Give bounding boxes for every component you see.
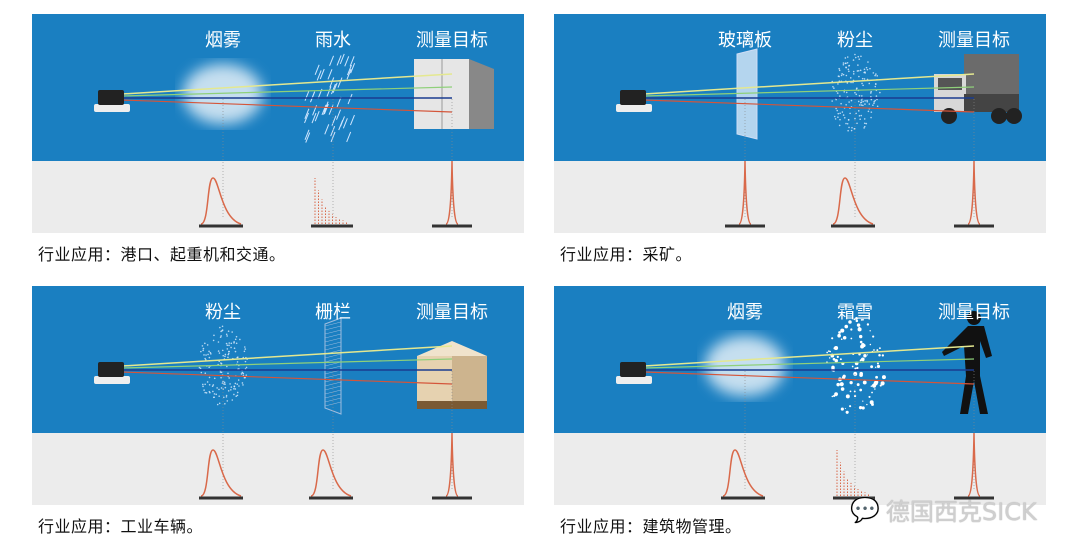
obstacle-label: 测量目标: [416, 26, 488, 52]
industry-caption: 行业应用：采矿。: [560, 241, 1046, 265]
industry-caption: 行业应用：港口、起重机和交通。: [38, 241, 524, 265]
obstacle-label: 烟雾: [727, 298, 763, 324]
scenario-panel: 玻璃板 粉尘 测量目标行业应用：采矿。: [554, 14, 1046, 265]
obstacle-label: 测量目标: [938, 298, 1010, 324]
obstacle-label: 雨水: [315, 26, 351, 52]
obstacle-label: 测量目标: [938, 26, 1010, 52]
watermark: 💬 德国西克SICK: [850, 492, 1037, 527]
scenario-panel: 烟雾 雨水 测量目标行业应用：港口、起重机和交通。: [32, 14, 524, 265]
obstacle-glass: [737, 49, 757, 139]
obstacle-label: 霜雪: [837, 298, 873, 324]
scenario-panel: 粉尘 栅栏 测量目标行业应用：工业车辆。: [32, 286, 524, 537]
obstacle-label: 栅栏: [315, 298, 351, 324]
industry-caption: 行业应用：工业车辆。: [38, 513, 524, 537]
obstacle-label: 玻璃板: [718, 26, 772, 52]
obstacle-label: 粉尘: [205, 298, 241, 324]
obstacle-label: 烟雾: [205, 26, 241, 52]
obstacle-box: [414, 59, 494, 129]
obstacle-label: 测量目标: [416, 298, 488, 324]
wechat-icon: 💬: [850, 496, 880, 524]
obstacle-label: 粉尘: [837, 26, 873, 52]
